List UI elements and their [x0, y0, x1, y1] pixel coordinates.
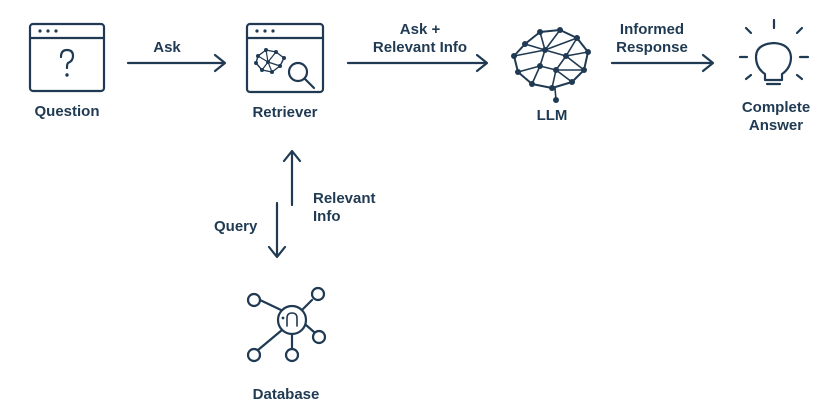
edge-label-informed-response-line1: Informed	[619, 21, 685, 38]
question-window-icon	[28, 22, 106, 93]
arrow-relevant-info-up	[282, 149, 302, 207]
llm-label: LLM	[536, 107, 568, 124]
arrow-query-down	[267, 201, 287, 259]
magnifier-icon	[287, 61, 316, 90]
edge-label-query: Query	[214, 218, 258, 235]
arrow-ask	[126, 53, 227, 73]
llm-brain-icon	[511, 27, 591, 103]
retriever-label: Retriever	[252, 104, 318, 121]
edge-label-ask-relevant: Ask + Relevant Info	[373, 21, 467, 57]
lightbulb-icon	[738, 18, 810, 86]
retriever-brain-icon	[254, 48, 286, 74]
edge-label-relevant-info-line1: Relevant	[313, 190, 376, 207]
edge-label-informed-response-line2: Response	[616, 39, 688, 56]
retriever-window-icon	[245, 22, 325, 94]
edge-label-informed-response: Informed Response	[616, 21, 688, 57]
edge-label-ask: Ask	[153, 39, 181, 56]
arrow-informed-response	[610, 53, 715, 73]
edge-label-ask-relevant-line2: Relevant Info	[372, 39, 468, 56]
database-label: Database	[252, 386, 320, 403]
answer-label: Complete Answer	[742, 99, 810, 135]
answer-label-line1: Complete	[741, 99, 811, 116]
question-label: Question	[34, 103, 100, 120]
answer-label-line2: Answer	[748, 117, 804, 134]
edge-label-relevant-info: Relevant Info	[313, 190, 376, 226]
database-network-icon	[246, 286, 327, 363]
edge-label-ask-relevant-line1: Ask +	[399, 21, 441, 38]
arrow-ask-relevant	[346, 53, 489, 73]
edge-label-relevant-info-line2: Info	[313, 208, 341, 225]
